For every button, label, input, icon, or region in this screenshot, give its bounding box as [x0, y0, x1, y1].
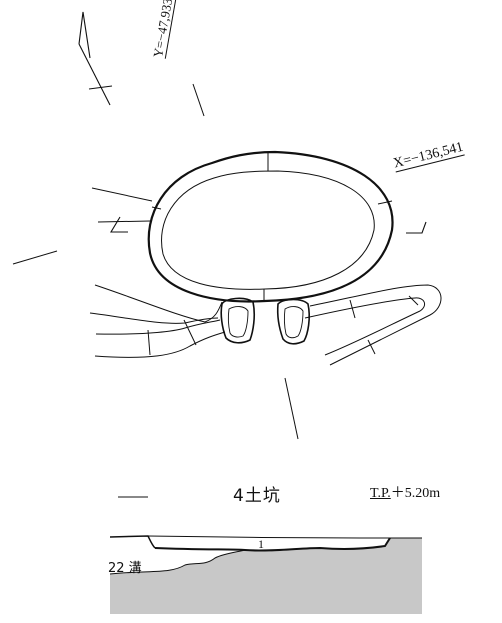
section-profile	[109, 535, 422, 614]
elevation-label: T.P.＋5.20m	[370, 482, 440, 502]
pit-bottom-line	[154, 537, 391, 552]
pit-outer-outline	[147, 150, 394, 303]
y-grid-line	[192, 83, 205, 117]
section-marker-right	[406, 221, 427, 234]
elevation-prefix: T.P.	[370, 486, 391, 501]
ditch-label: 22 溝	[108, 561, 142, 576]
trench-channels	[89, 284, 442, 366]
section-fill	[110, 538, 422, 614]
ditch-line	[109, 549, 246, 575]
feature-title: 4土坑	[233, 486, 281, 506]
north-arrow-icon	[78, 11, 113, 106]
layer-1-top	[147, 535, 422, 539]
pit-inner-outline	[161, 170, 375, 290]
post-holes	[220, 297, 311, 345]
layer-number-label: 1	[258, 537, 264, 551]
pit-slope-ticks	[151, 153, 393, 301]
ground-surface-line	[109, 535, 156, 549]
section-marker-left	[110, 216, 128, 233]
elevation-value: ＋5.20m	[390, 486, 441, 501]
surrounding-lines	[12, 187, 299, 440]
